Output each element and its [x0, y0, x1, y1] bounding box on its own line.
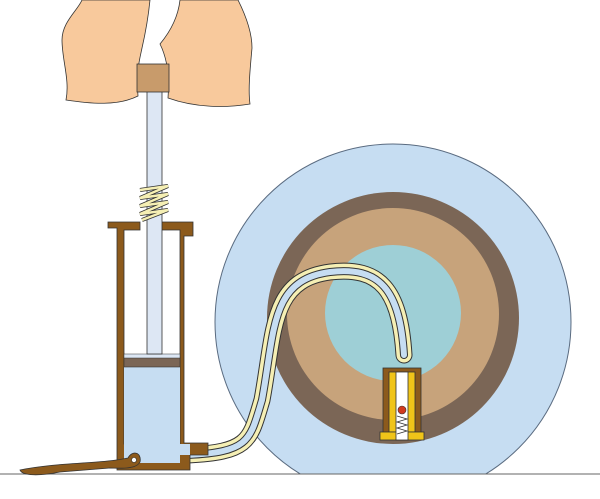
- left-hand: [61, 0, 151, 104]
- foot-lever: [19, 452, 141, 476]
- hands: [61, 0, 253, 107]
- valve: [379, 367, 425, 441]
- right-hand: [159, 0, 253, 107]
- pump-air-chamber: [124, 367, 180, 463]
- piston: [123, 356, 181, 368]
- pump-handle: [136, 63, 170, 93]
- hose: [179, 262, 413, 464]
- pump: [19, 89, 209, 476]
- pump-rod: [146, 89, 163, 355]
- valve-ball: [397, 405, 407, 415]
